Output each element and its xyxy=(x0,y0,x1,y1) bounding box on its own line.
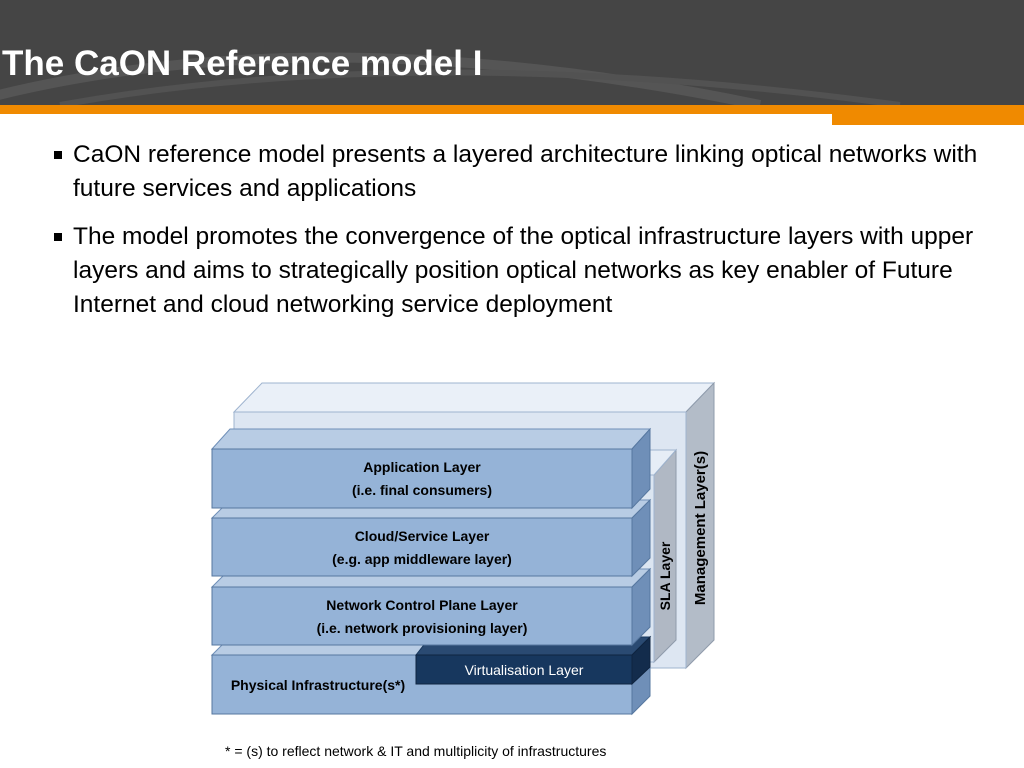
network-control-plane-layer: Network Control Plane Layer (i.e. networ… xyxy=(210,567,652,647)
diagram-footnote: * = (s) to reflect network & IT and mult… xyxy=(225,743,607,759)
virtualisation-layer-label: Virtualisation Layer xyxy=(465,662,584,678)
network-control-plane-subtitle: (i.e. network provisioning layer) xyxy=(317,620,528,636)
network-control-plane-title: Network Control Plane Layer xyxy=(326,597,518,613)
accent-tab xyxy=(832,114,1024,125)
sla-layer-label: SLA Layer xyxy=(657,541,673,610)
cloud-service-title: Cloud/Service Layer xyxy=(355,528,490,544)
bullet-square-icon xyxy=(54,151,62,159)
bullet-text: The model promotes the convergence of th… xyxy=(73,223,974,318)
bullet-item: The model promotes the convergence of th… xyxy=(50,220,980,322)
bullet-item: CaON reference model presents a layered … xyxy=(50,138,980,206)
application-layer-subtitle: (i.e. final consumers) xyxy=(352,482,492,498)
bullet-text: CaON reference model presents a layered … xyxy=(73,141,978,202)
accent-stripe xyxy=(0,105,1024,114)
slide-title: The CaON Reference model I xyxy=(2,44,483,83)
title-bar: The CaON Reference model I xyxy=(0,0,1024,105)
header-decoration xyxy=(0,52,901,105)
application-layer: Application Layer (i.e. final consumers) xyxy=(210,427,652,510)
cloud-service-layer: Cloud/Service Layer (e.g. app middleware… xyxy=(210,498,652,578)
bullet-square-icon xyxy=(54,233,62,241)
physical-infrastructure-label: Physical Infrastructure(s*) xyxy=(231,677,405,693)
application-layer-title: Application Layer xyxy=(363,459,481,475)
bullet-list: CaON reference model presents a layered … xyxy=(50,138,980,336)
management-layer-label: Management Layer(s) xyxy=(692,451,709,605)
cloud-service-subtitle: (e.g. app middleware layer) xyxy=(332,551,512,567)
